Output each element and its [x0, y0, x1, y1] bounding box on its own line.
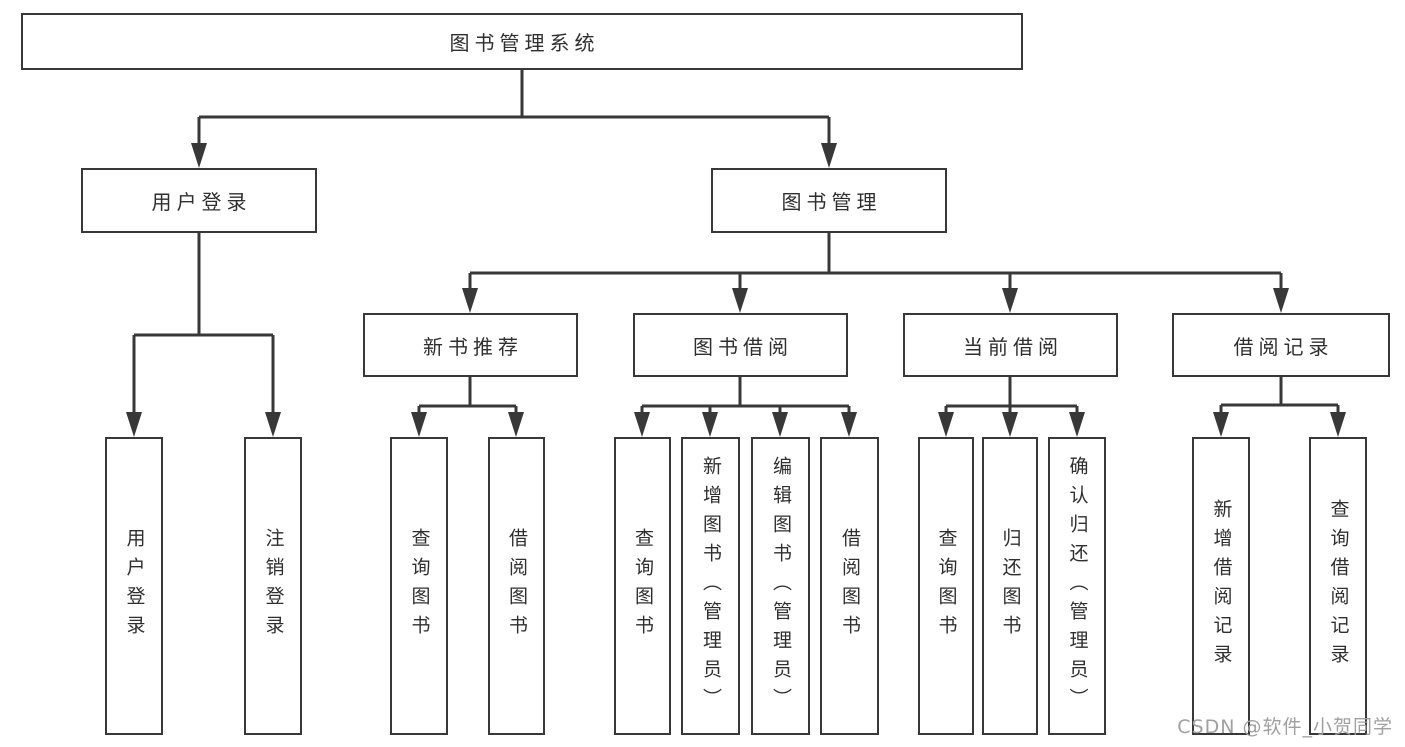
node-user-login: 用户登录	[81, 168, 317, 233]
leaf-current-query-books: 查询图书	[918, 437, 974, 735]
leaf-records-add-record: 新增借阅记录	[1192, 437, 1250, 735]
leaf-recommend-query-books: 查询图书	[390, 437, 448, 735]
leaf-current-return-books: 归还图书	[982, 437, 1038, 735]
node-book-management: 图书管理	[711, 168, 947, 233]
leaf-borrow-add-books-admin: 新增图书（管理员）	[681, 437, 740, 735]
leaf-borrow-borrow-books: 借阅图书	[820, 437, 879, 735]
leaf-borrow-query-books: 查询图书	[614, 437, 671, 735]
leaf-records-query-record: 查询借阅记录	[1309, 437, 1367, 735]
node-current-borrow: 当前借阅	[903, 313, 1118, 377]
node-library-management-system: 图书管理系统	[21, 13, 1023, 70]
node-book-borrow: 图书借阅	[633, 313, 848, 377]
leaf-current-confirm-return-admin: 确认归还（管理员）	[1048, 437, 1106, 735]
csdn-watermark: CSDN @软件_小贺同学	[1177, 716, 1393, 738]
leaf-recommend-borrow-books: 借阅图书	[488, 437, 545, 735]
leaf-borrow-edit-books-admin: 编辑图书（管理员）	[751, 437, 810, 735]
node-new-book-recommend: 新书推荐	[363, 313, 578, 377]
leaf-user-login: 用户登录	[105, 437, 163, 735]
leaf-logout: 注销登录	[244, 437, 302, 735]
node-borrow-records: 借阅记录	[1172, 313, 1390, 377]
